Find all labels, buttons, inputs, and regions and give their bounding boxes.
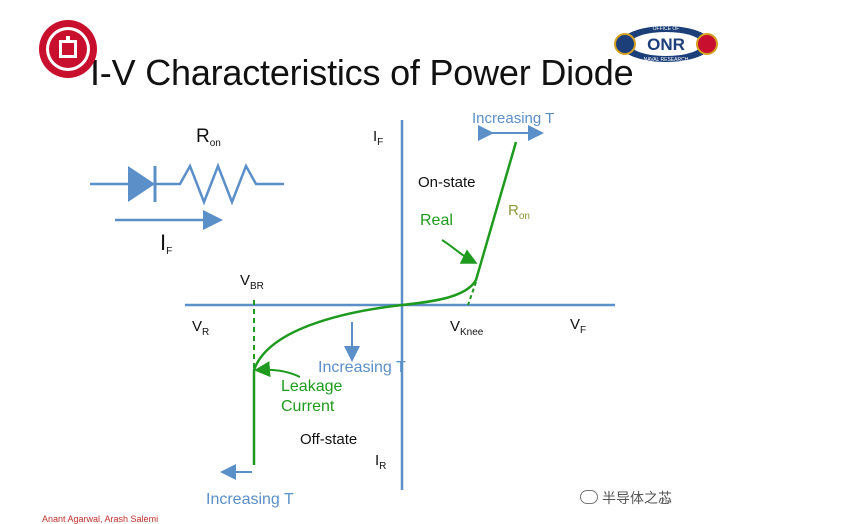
axis-ir-label: IR — [375, 452, 387, 472]
axis-vr-label: VR — [192, 318, 210, 338]
circuit-ron-label: Ron — [196, 126, 221, 149]
resistor-zigzag — [155, 162, 284, 206]
onr-logo-top-text: OFFICE OF — [653, 26, 680, 32]
leakage-label-line1: Leakage — [281, 378, 343, 395]
onr-logo-bottom-text: NAVAL RESEARCH — [644, 57, 689, 63]
vknee-label: VKnee — [450, 318, 484, 338]
axis-if-label: IF — [373, 128, 384, 148]
increasing-t-bottom-label: Increasing T — [206, 491, 294, 508]
real-arrow — [441, 239, 478, 264]
axis-vf-label: VF — [570, 316, 587, 336]
leakage-label-line2: Current — [281, 398, 335, 415]
ron-slope-label: Ron — [508, 202, 530, 222]
increasing-t-top-label: Increasing T — [472, 110, 555, 127]
slide-title: I-V Characteristics of Power Diode — [90, 52, 634, 93]
real-curve-label: Real — [420, 212, 453, 229]
university-seal-logo — [39, 20, 97, 78]
forward-curve — [401, 141, 518, 307]
vbr-label: VBR — [240, 272, 264, 292]
onr-logo-text: ONR — [647, 35, 685, 54]
diode-resistor-symbol — [90, 162, 284, 230]
watermark-number: 26 — [660, 496, 671, 506]
leakage-arrow — [254, 361, 301, 378]
watermark: 半导体之芯 — [580, 488, 672, 508]
footer-authors: Anant Agarwal, Arash Salemi — [42, 514, 159, 524]
office-of-naval-research-logo: ONR OFFICE OF NAVAL RESEARCH — [614, 26, 718, 63]
on-state-label: On-state — [418, 174, 476, 191]
diode-triangle — [128, 166, 155, 202]
circuit-if-label: IF — [160, 230, 173, 257]
increasing-t-mid-label: Increasing T — [318, 359, 406, 376]
wechat-icon — [580, 490, 598, 504]
off-state-label: Off-state — [300, 431, 358, 448]
